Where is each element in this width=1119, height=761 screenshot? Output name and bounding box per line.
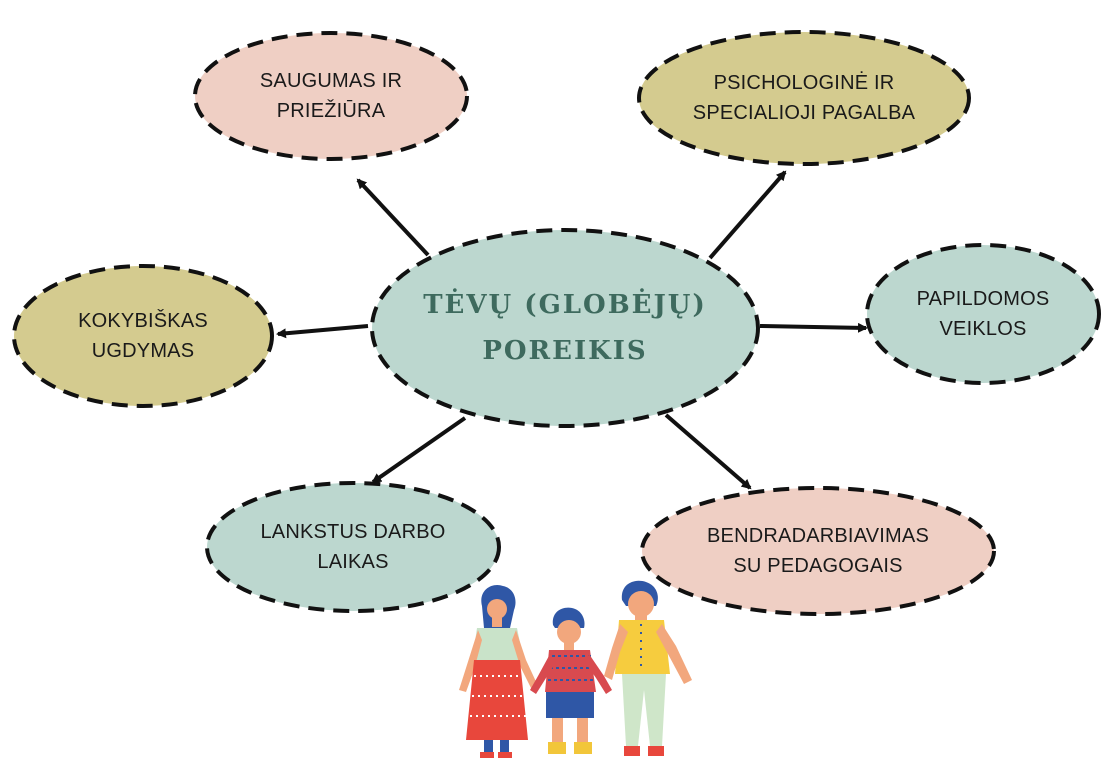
node-lankstus-line2: LAIKAS [317, 551, 389, 573]
father-figure [604, 580, 692, 756]
node-bendradarbiavimas: BENDRADARBIAVIMAS SU PEDAGOGAIS [642, 515, 994, 587]
arrow-to-papildomos [759, 322, 868, 333]
center-title-line2: POREIKIS [482, 336, 648, 366]
node-lankstus-shape [205, 481, 501, 613]
node-kokybiskas: KOKYBIŠKAS UGDYMAS [14, 300, 272, 372]
node-lankstus: LANKSTUS DARBO LAIKAS [207, 511, 499, 583]
node-psichologine: PSICHOLOGINĖ IR SPECIALIOJI PAGALBA [639, 62, 969, 134]
arrow-to-kokybiskas [276, 324, 369, 339]
node-papildomos-line1: PAPILDOMOS [916, 288, 1050, 310]
center-title-line1: TĖVŲ (GLOBĖJŲ) [423, 290, 707, 320]
node-saugumas-line1: SAUGUMAS IR [259, 70, 403, 92]
node-saugumas: SAUGUMAS IR PRIEŽIŪRA [195, 60, 467, 132]
arrow-to-bendradarbiavimas [664, 413, 752, 490]
node-papildomos-shape [865, 243, 1101, 385]
center-node-shape [370, 228, 760, 428]
node-bendradarbiavimas-line1: BENDRADARBIAVIMAS [707, 525, 929, 547]
connector-arrows [276, 170, 868, 490]
node-psichologine-line2: SPECIALIOJI PAGALBA [692, 102, 916, 124]
node-kokybiskas-shape [12, 264, 274, 408]
node-psichologine-shape [637, 30, 971, 166]
child-figure [530, 607, 612, 754]
node-saugumas-line2: PRIEŽIŪRA [276, 100, 386, 122]
node-psichologine-line1: PSICHOLOGINĖ IR [713, 72, 895, 94]
arrow-to-psichologine [708, 170, 787, 260]
node-kokybiskas-line2: UGDYMAS [91, 340, 195, 362]
node-bendradarbiavimas-shape [640, 486, 996, 616]
node-lankstus-line1: LANKSTUS DARBO [260, 521, 446, 543]
arrow-to-lankstus [371, 416, 467, 484]
mother-figure [459, 584, 538, 758]
node-kokybiskas-line1: KOKYBIŠKAS [78, 310, 208, 332]
center-node: TĖVŲ (GLOBĖJŲ) POREIKIS [382, 268, 748, 388]
node-papildomos-line2: VEIKLOS [939, 318, 1027, 340]
node-bendradarbiavimas-line2: SU PEDAGOGAIS [733, 555, 903, 577]
node-saugumas-shape [193, 31, 469, 161]
node-papildomos: PAPILDOMOS VEIKLOS [867, 278, 1099, 350]
arrow-to-saugumas [356, 178, 430, 257]
family-holding-hands-illustration [459, 580, 692, 758]
